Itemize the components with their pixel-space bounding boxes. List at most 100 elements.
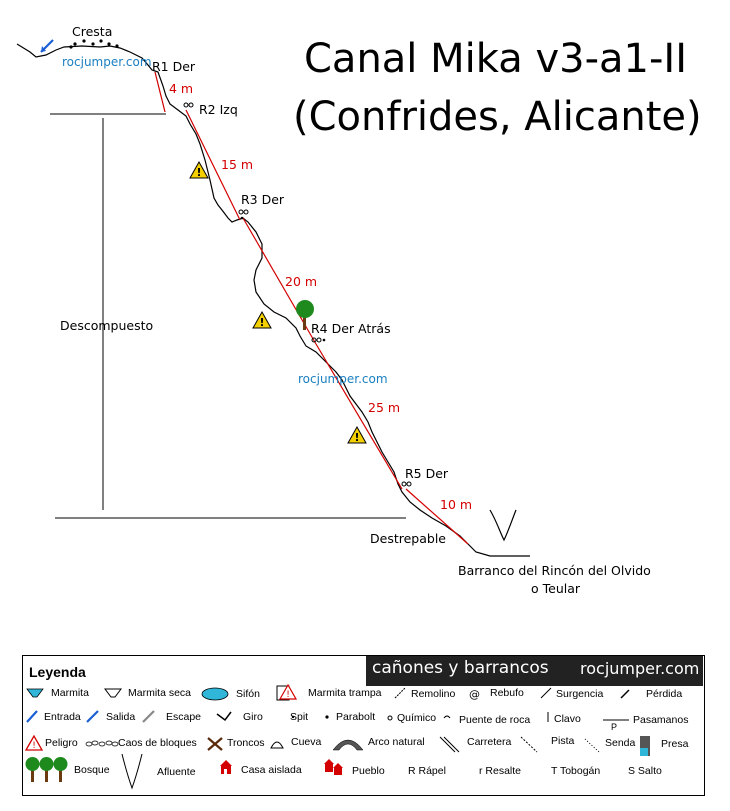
legend-resalte: r Resalte	[479, 765, 522, 777]
label-r5: R5 Der	[405, 466, 449, 481]
puente-roca-icon	[443, 715, 451, 719]
exit-creek	[489, 509, 517, 542]
label-destrepable: Destrepable	[370, 531, 446, 546]
tree-icon	[296, 300, 314, 330]
pueblo-icon	[324, 759, 343, 775]
legend-box: Leyenda cañones y barrancos rocjumper.co…	[22, 655, 705, 796]
legend-salto: S Salto	[628, 765, 662, 777]
legend-carretera: Carretera	[467, 736, 512, 748]
label-10m: 10 m	[440, 497, 473, 512]
legend-remolino: Remolino	[411, 688, 456, 700]
carretera-icon	[439, 736, 460, 753]
label-r2: R2 Izq	[199, 102, 238, 117]
marmita-trampa-icon	[276, 685, 290, 701]
legend-cueva: Cueva	[291, 736, 322, 748]
escape-icon	[142, 710, 155, 723]
warning-icon: !	[252, 310, 272, 329]
salida-icon	[86, 710, 99, 723]
rope-r4	[315, 343, 403, 490]
label-25m: 25 m	[368, 400, 401, 415]
legend-troncos: Troncos	[227, 737, 265, 749]
legend-casa-aislada: Casa aislada	[241, 764, 302, 776]
rope-r5	[405, 488, 469, 545]
watermark: rocjumper.com	[298, 372, 388, 386]
presa-icon	[640, 736, 650, 756]
pista-icon	[520, 736, 538, 753]
title-line-1: Canal Mika v3-a1-II	[304, 36, 687, 82]
pasamanos-mark: P	[611, 722, 618, 732]
legend-tobogan: T Tobogán	[551, 765, 601, 777]
label-r1: R1 Der	[152, 59, 196, 74]
crest-rocks	[69, 39, 119, 49]
senda-icon	[584, 738, 600, 753]
legend-presa: Presa	[661, 738, 689, 750]
entrada-icon	[26, 710, 38, 723]
peligro-icon	[24, 734, 44, 751]
legend-rebufo: Rebufo	[490, 687, 524, 699]
legend-pueblo: Pueblo	[352, 765, 385, 777]
arco-natural-icon	[332, 739, 364, 751]
svg-text:!: !	[32, 741, 36, 751]
casa-aislada-icon	[220, 760, 232, 774]
warning-icon: !	[189, 160, 209, 179]
label-descompuesto: Descompuesto	[60, 318, 154, 333]
sifon-icon	[201, 687, 229, 701]
caos-bloques-icon	[85, 740, 119, 747]
banner-text: cañones y barrancos	[372, 658, 549, 678]
giro-icon	[216, 711, 232, 722]
label-r4: R4 Der Atrás	[311, 321, 391, 336]
rope-r1	[154, 71, 166, 113]
legend-clavo: Clavo	[554, 713, 581, 725]
legend-bosque: Bosque	[74, 764, 110, 776]
rope-r2	[185, 109, 241, 221]
legend-quimico: Químico	[397, 712, 437, 724]
spit-icon	[291, 715, 295, 719]
legend-puente-roca: Puente de roca	[459, 714, 531, 726]
legend-sifon: Sifón	[236, 688, 260, 700]
terrain-line	[16, 43, 530, 557]
svg-text:!: !	[196, 166, 201, 179]
legend-senda: Senda	[605, 737, 636, 749]
surgencia-icon	[540, 687, 552, 699]
banner-url: rocjumper.com	[580, 659, 700, 678]
legend-marmita-seca: Marmita seca	[128, 687, 192, 699]
bosque-icon	[25, 757, 68, 782]
warning-icon: !	[347, 425, 367, 444]
legend-entrada: Entrada	[44, 711, 81, 723]
legend-peligro: Peligro	[45, 737, 78, 749]
svg-text:!: !	[259, 316, 264, 329]
legend-afluente: Afluente	[157, 766, 196, 778]
troncos-icon	[207, 737, 223, 751]
legend-pasamanos: Pasamanos	[633, 714, 689, 726]
legend-spit: Spit	[290, 711, 309, 723]
legend-parabolt: Parabolt	[336, 711, 376, 723]
legend-pista: Pista	[551, 735, 575, 747]
legend-giro: Giro	[243, 711, 263, 723]
label-r3: R3 Der	[241, 192, 285, 207]
legend-marmita-trampa: Marmita trampa	[308, 687, 382, 699]
anchors	[183, 102, 412, 487]
label-20m: 20 m	[285, 274, 318, 289]
legend-caos-bloques: Caos de bloques	[118, 737, 197, 749]
label-cresta: Cresta	[72, 24, 113, 39]
remolino-icon	[394, 687, 406, 699]
legend-escape: Escape	[166, 711, 202, 723]
legend-banner: cañones y barrancos rocjumper.com	[366, 656, 703, 686]
rebufo-icon: @	[469, 688, 480, 701]
afluente-icon	[121, 753, 143, 790]
legend-icons: ! @ !	[24, 683, 650, 790]
title-line-2: (Confrides, Alicante)	[293, 94, 702, 140]
legend-perdida: Pérdida	[646, 688, 683, 700]
label-barranco-2: o Teular	[531, 581, 581, 596]
svg-text:!: !	[354, 431, 359, 444]
legend-title: Leyenda	[29, 664, 86, 680]
entry-arrow-icon	[40, 39, 54, 53]
cueva-icon	[270, 741, 284, 749]
legend-salida: Salida	[106, 711, 136, 723]
legend-marmita: Marmita	[51, 687, 89, 699]
label-15m: 15 m	[221, 157, 254, 172]
svg-text:!: !	[286, 690, 290, 700]
parabolt-icon	[325, 715, 329, 719]
